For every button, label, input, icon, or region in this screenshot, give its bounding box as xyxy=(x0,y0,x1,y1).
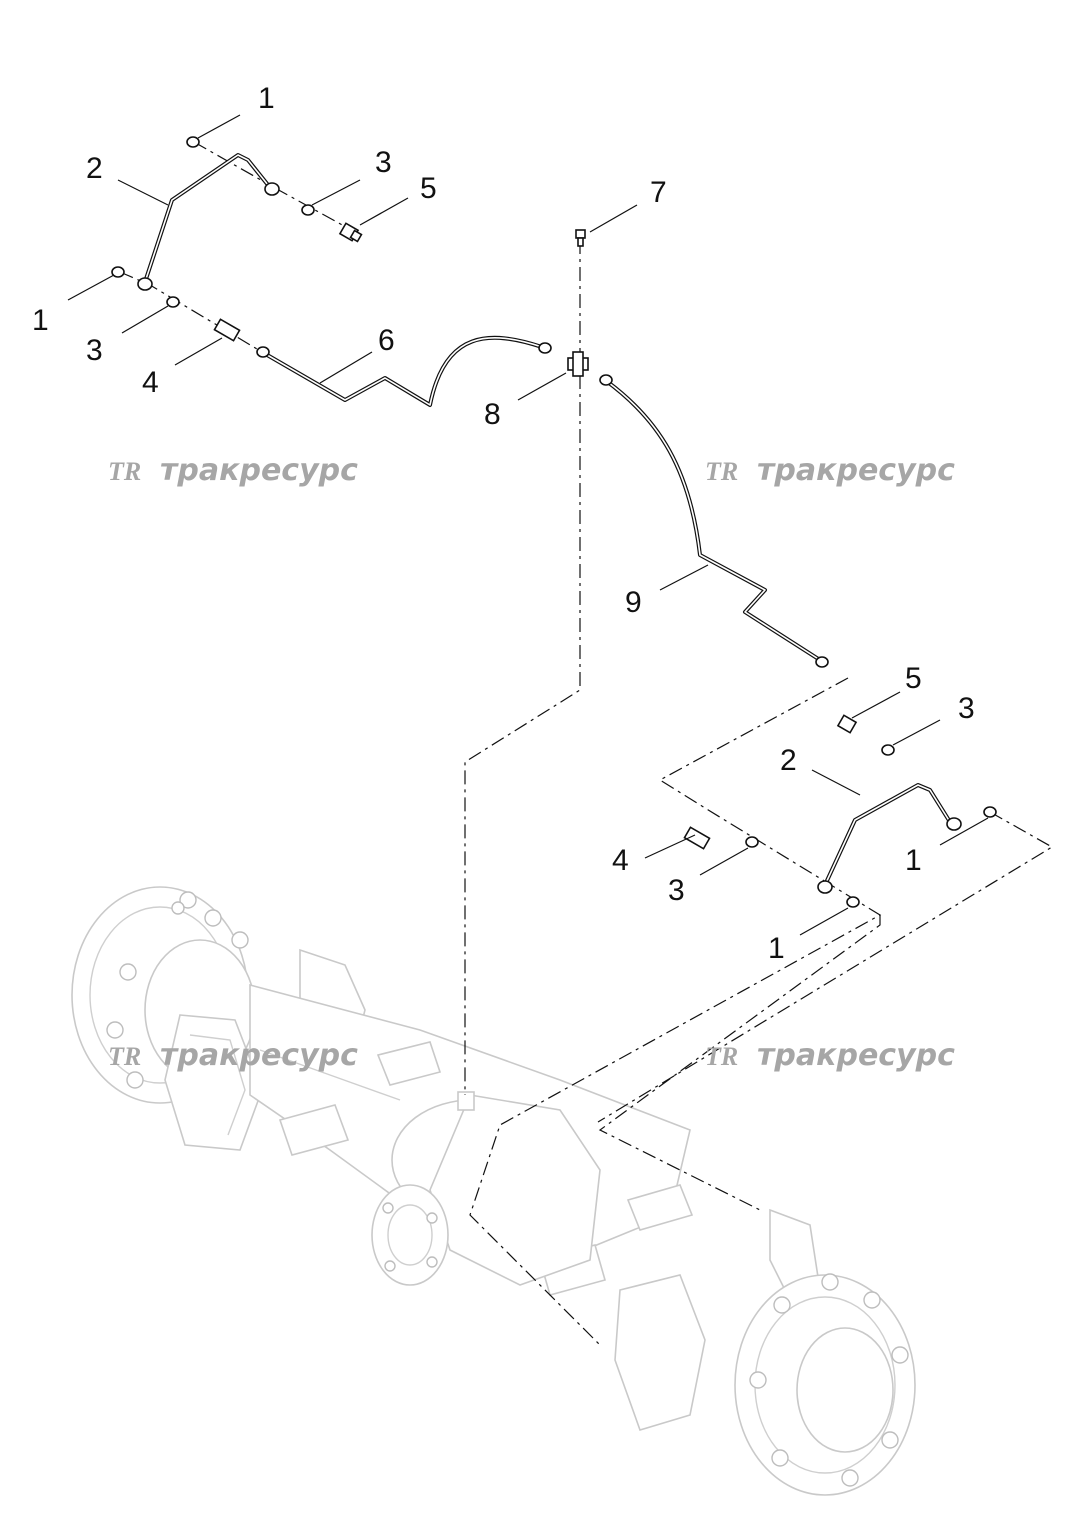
lower-right-brake-pipe xyxy=(823,783,952,887)
watermark-top-left: TR тракресурс xyxy=(108,453,358,488)
pipe-end-fitting-upper xyxy=(137,182,280,291)
callout-7: 7 xyxy=(650,176,667,209)
callout-2-right: 2 xyxy=(780,744,797,777)
callout-1-left: 1 xyxy=(32,304,49,337)
callout-3-right: 3 xyxy=(958,692,975,725)
callout-8: 8 xyxy=(484,398,501,431)
callout-numbers: 1 2 3 5 1 3 4 6 7 8 9 5 3 2 1 4 3 1 xyxy=(32,82,975,965)
svg-text:тракресурс: тракресурс xyxy=(160,1038,358,1073)
adapter-fitting-upper xyxy=(213,318,241,342)
callout-1-top: 1 xyxy=(258,82,275,115)
callout-3-lower: 3 xyxy=(668,874,685,907)
callout-2-top: 2 xyxy=(86,152,103,185)
copper-washer-group-upper xyxy=(111,136,315,308)
svg-text:TR: TR xyxy=(108,1042,141,1071)
callout-6: 6 xyxy=(378,324,395,357)
watermark-top-right: TR тракресурс xyxy=(705,453,955,488)
callout-4-right: 4 xyxy=(612,844,629,877)
upper-left-brake-pipe xyxy=(143,153,270,284)
callout-5-right: 5 xyxy=(905,662,922,695)
pipe-end-fitting-lower xyxy=(817,817,962,894)
callout-3-left: 3 xyxy=(86,334,103,367)
callout-3-top: 3 xyxy=(375,146,392,179)
svg-text:тракресурс: тракресурс xyxy=(160,453,358,488)
banjo-bolt-lower xyxy=(836,714,858,734)
callout-4-left: 4 xyxy=(142,366,159,399)
svg-text:TR: TR xyxy=(108,457,141,486)
svg-text:тракресурс: тракресурс xyxy=(757,453,955,488)
svg-text:TR: TR xyxy=(705,1042,738,1071)
callout-5-top: 5 xyxy=(420,172,437,205)
svg-text:TR: TR xyxy=(705,457,738,486)
banjo-bolt-upper xyxy=(338,222,363,243)
tee-fitting-8 xyxy=(567,351,589,377)
copper-washer-group-lower xyxy=(745,744,997,908)
callout-9: 9 xyxy=(625,586,642,619)
watermark-bottom-left: TR тракресурс xyxy=(108,1038,358,1073)
callout-leaders xyxy=(67,114,989,936)
watermark-bottom-right: TR тракресурс xyxy=(705,1038,955,1073)
callout-1-lower: 1 xyxy=(768,932,785,965)
svg-text:тракресурс: тракресурс xyxy=(757,1038,955,1073)
callout-1-right: 1 xyxy=(905,844,922,877)
main-brake-pipe-6 xyxy=(256,335,552,407)
tee-mounting-bolt-7 xyxy=(575,229,586,247)
adapter-fitting-lower xyxy=(683,826,711,850)
axle-housing xyxy=(71,886,916,1496)
brake-pipe-9 xyxy=(599,374,829,668)
